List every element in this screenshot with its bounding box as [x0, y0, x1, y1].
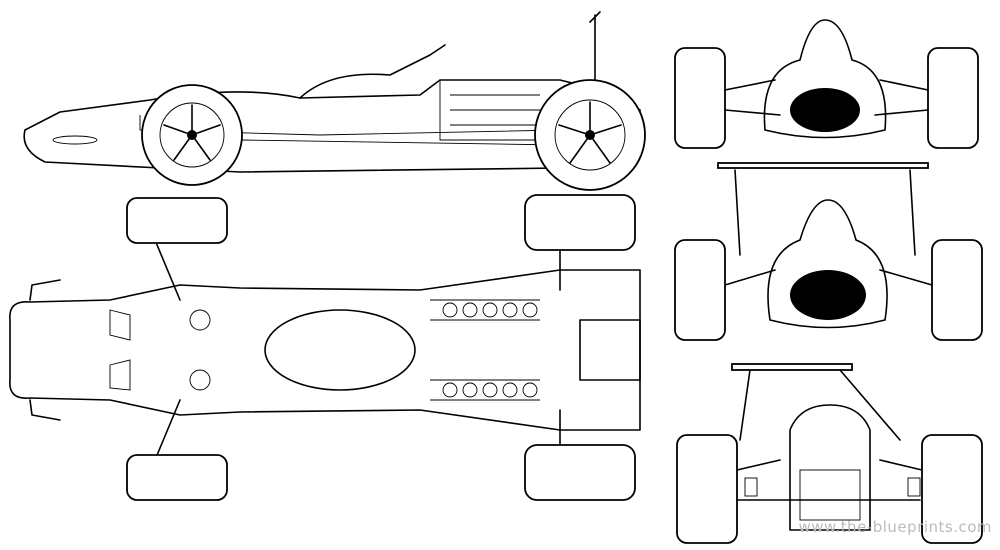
engine-block — [442, 302, 641, 398]
front-left-tire — [126, 197, 228, 244]
rear-view — [676, 363, 983, 544]
watermark: www.the-blueprints.com — [798, 518, 992, 536]
rear-wheel-side — [534, 79, 646, 191]
front-right-tire — [126, 454, 228, 501]
front-view-alt — [674, 162, 983, 341]
top-view — [9, 194, 641, 501]
front-view — [674, 19, 979, 149]
rear-left-tire — [524, 194, 636, 251]
rear-right-tire — [524, 444, 636, 501]
side-view — [23, 11, 646, 191]
front-wheel-side — [141, 84, 243, 186]
